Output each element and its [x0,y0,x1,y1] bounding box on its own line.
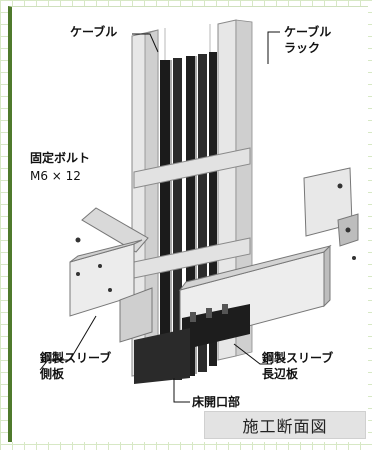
label-sleeve-side-line2: 側板 [40,367,65,381]
floor-opening [134,328,190,384]
label-sleeve-long-line1: 鋼製スリーブ [262,351,334,365]
rear-bracket [303,167,359,260]
label-cable: ケーブル [70,25,118,39]
label-sleeve-side-line1: 鋼製スリーブ [40,351,112,365]
label-cable-rack: ケーブル ラック [284,24,331,56]
label-sleeve-side: 鋼製スリーブ 側板 [40,350,111,382]
label-cable-rack-line2: ラック [284,41,321,55]
label-sleeve-long: 鋼製スリーブ 長辺板 [262,350,333,382]
label-cable-rack-line1: ケーブル [284,25,332,39]
leader-lines [39,31,280,403]
caption-construction-section: 施工断面図 [204,411,366,439]
label-sleeve-long-line2: 長辺板 [262,367,299,381]
steel-sleeve-long-plate [178,244,332,350]
label-bolt-size: M6 × 12 [30,169,81,183]
steel-sleeve-side-plate [69,207,153,343]
rack-rungs [133,147,251,279]
label-fixing-bolt: 固定ボルト [30,151,91,165]
label-floor-opening: 床開口部 [192,395,241,409]
